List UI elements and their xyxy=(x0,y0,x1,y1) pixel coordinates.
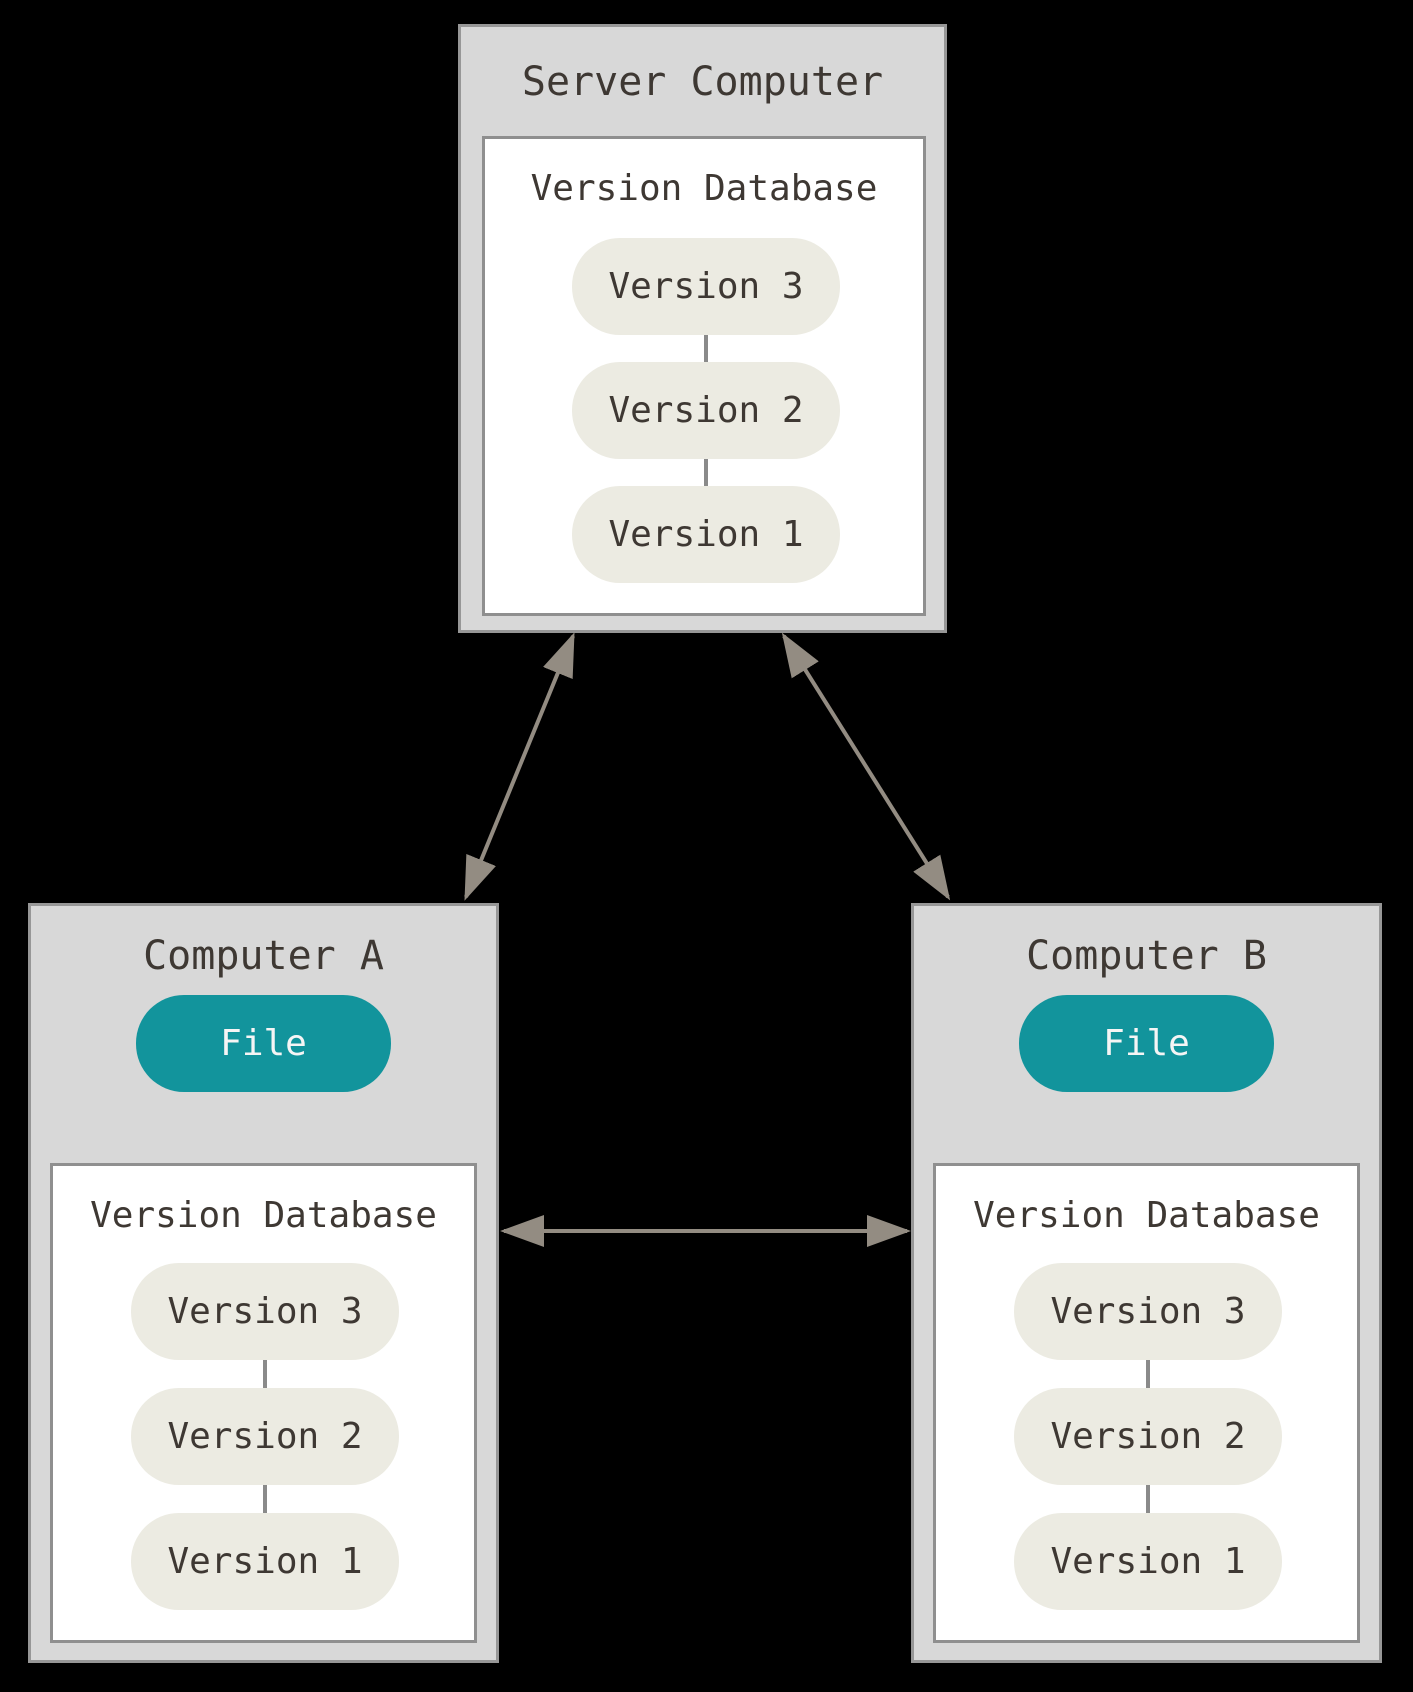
computer-b-connector-2-1 xyxy=(1146,1485,1150,1513)
computer-a-connector-2-1 xyxy=(263,1485,267,1513)
server-version-database-label: Version Database xyxy=(530,168,878,209)
server-computer-title: Server Computer xyxy=(521,59,884,105)
computer-b-version-2-pill: Version 2 xyxy=(1014,1388,1282,1485)
computer-a-version-2-pill: Version 2 xyxy=(131,1388,399,1485)
computer-a-version-3-pill: Version 3 xyxy=(131,1263,399,1360)
computer-b-version-1-pill: Version 1 xyxy=(1014,1513,1282,1610)
server-connector-3-2 xyxy=(704,335,708,362)
computer-a-file-pill: File xyxy=(136,995,391,1092)
computer-b-title: Computer B xyxy=(1026,933,1267,979)
server-connector-2-1 xyxy=(704,459,708,486)
computer-a-version-1-pill: Version 1 xyxy=(131,1513,399,1610)
computer-b-version-database-label: Version Database xyxy=(973,1195,1320,1236)
computer-a-version-database-box: Version Database Version 3 Version 2 Ver… xyxy=(50,1163,477,1643)
server-version-2-pill: Version 2 xyxy=(572,362,840,459)
computer-a-box: Computer A File Version Database Version… xyxy=(28,903,499,1663)
computer-b-box: Computer B File Version Database Version… xyxy=(911,903,1382,1663)
server-version-database-box: Version Database Version 3 Version 2 Ver… xyxy=(482,136,926,616)
server-computer-b-sync-arrow xyxy=(781,632,951,901)
server-computer-box: Server Computer Version Database Version… xyxy=(458,24,947,633)
server-computer-a-sync-arrow xyxy=(464,632,575,901)
computer-b-file-pill: File xyxy=(1019,995,1274,1092)
server-version-3-pill: Version 3 xyxy=(572,238,840,335)
computer-a-connector-3-2 xyxy=(263,1360,267,1388)
computer-b-version-database-box: Version Database Version 3 Version 2 Ver… xyxy=(933,1163,1360,1643)
server-version-1-pill: Version 1 xyxy=(572,486,840,583)
computer-b-version-3-pill: Version 3 xyxy=(1014,1263,1282,1360)
computer-a-title: Computer A xyxy=(143,933,384,979)
computer-b-connector-3-2 xyxy=(1146,1360,1150,1388)
computer-a-version-database-label: Version Database xyxy=(90,1195,437,1236)
